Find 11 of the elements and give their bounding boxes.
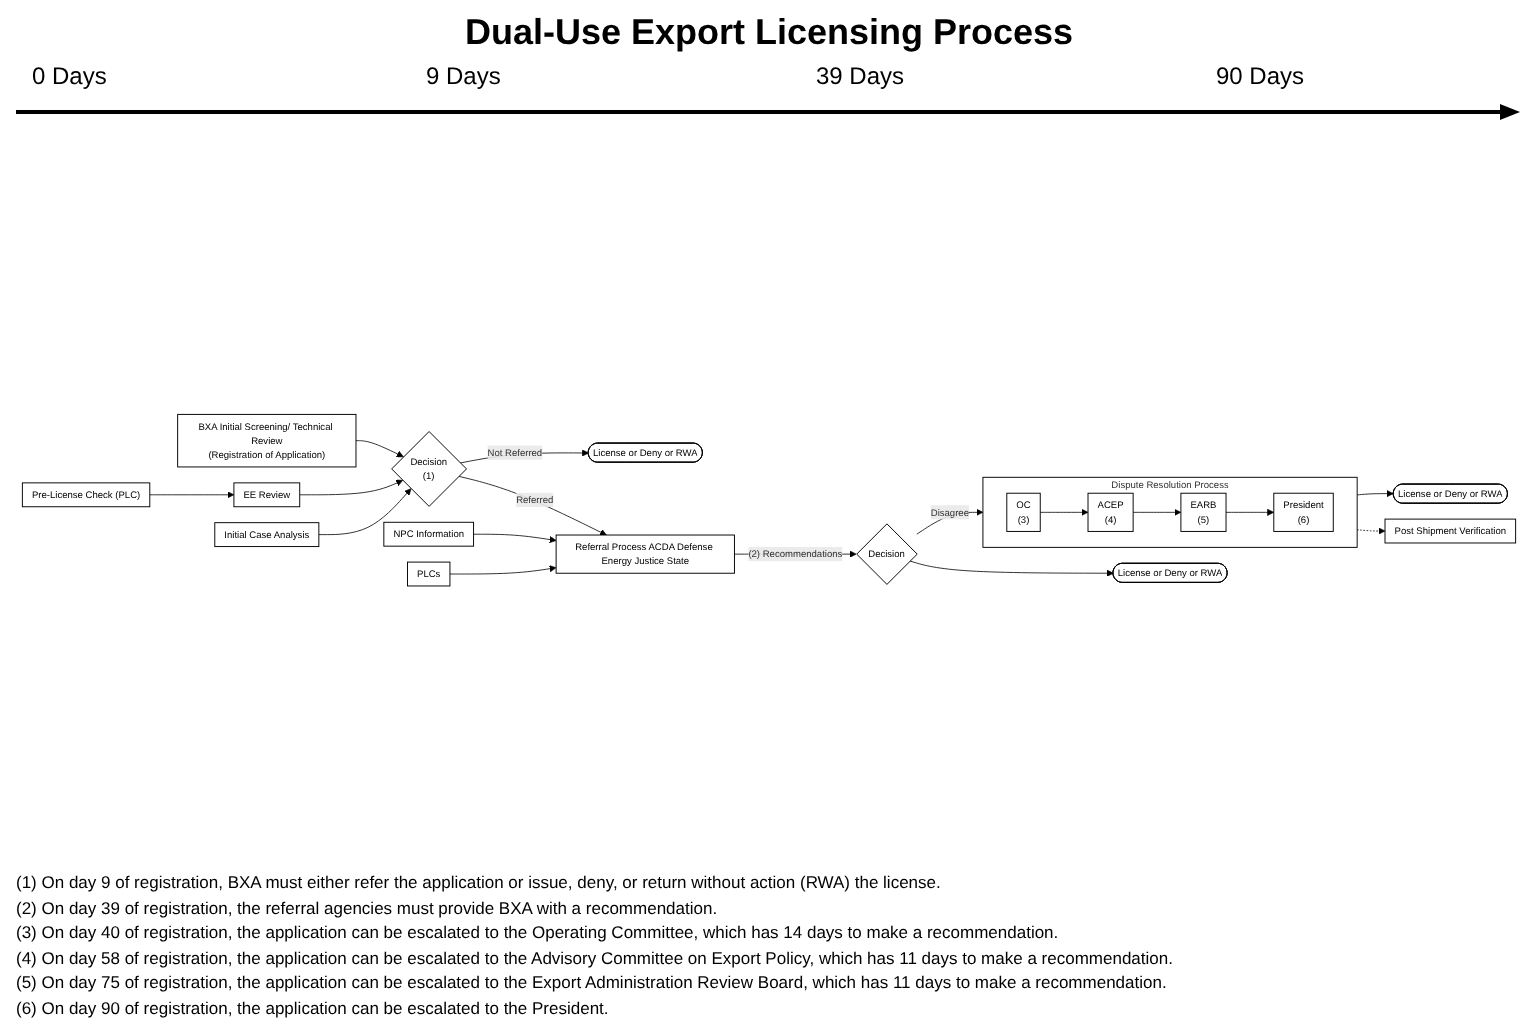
footnote: (1) On day 9 of registration, BXA must either refer the application or issue, deny, or return without action (RWA) the license. (16, 872, 943, 896)
footnote: (6) On day 90 of registration, the application can be escalated to the President. (16, 997, 611, 1020)
timeline-label: 9 Days (426, 62, 501, 90)
footnote: (4) On day 58 of registration, the application can be escalated to the Advisory Committee on Export Policy, which has 11 days to make a recommendation. (16, 947, 1175, 971)
timeline-label: 90 Days (1216, 62, 1305, 90)
timeline-label: 39 Days (816, 62, 905, 90)
timeline-label: 0 Days (32, 62, 107, 90)
footnote: (2) On day 39 of registration, the referral agencies must provide BXA with a recommendation. (16, 897, 720, 921)
diagram-title: Dual-Use Export Licensing Process (462, 12, 1076, 54)
footnote: (3) On day 40 of registration, the application can be escalated to the Operating Committee, which has 14 days to make a recommendation. (16, 922, 1061, 946)
footnote: (5) On day 75 of registration, the application can be escalated to the Export Administration Review Board, which has 11 days to make a recommendation. (16, 972, 1169, 996)
